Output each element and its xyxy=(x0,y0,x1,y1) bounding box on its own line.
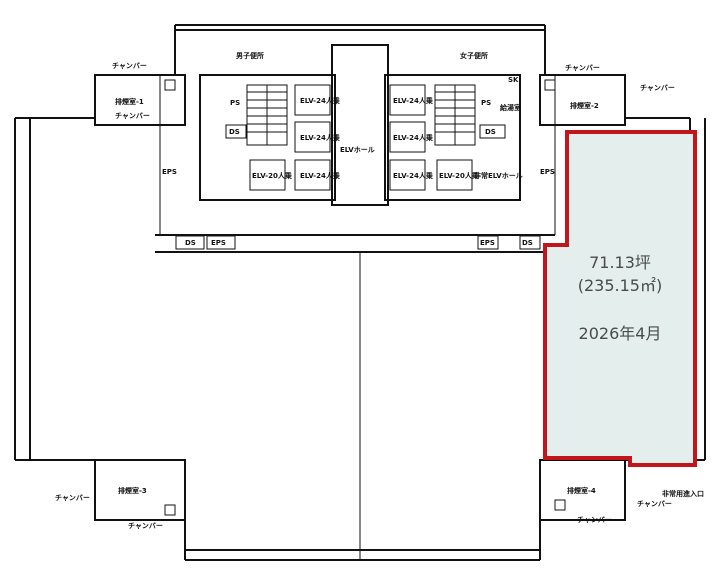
svg-text:DS: DS xyxy=(229,128,240,136)
stairs xyxy=(434,84,476,146)
svg-text:SK: SK xyxy=(508,76,519,84)
svg-text:ELVホール: ELVホール xyxy=(340,146,375,154)
svg-text:女子便所: 女子便所 xyxy=(460,51,488,60)
svg-text:男子便所: 男子便所 xyxy=(236,51,264,60)
svg-text:ELV-24人乗: ELV-24人乗 xyxy=(393,133,433,142)
svg-text:PS: PS xyxy=(230,99,240,107)
svg-text:ELV-20人乗: ELV-20人乗 xyxy=(439,171,479,180)
svg-text:排煙室-4: 排煙室-4 xyxy=(567,486,596,495)
svg-text:EPS: EPS xyxy=(211,239,226,247)
smoke-room-2: 排煙室-2 チャンバー チャンバー xyxy=(539,64,675,126)
svg-text:給湯室: 給湯室 xyxy=(500,103,521,112)
available-unit[interactable]: 71.13坪 (235.15㎡) 2026年4月 xyxy=(543,130,697,467)
core: ELVホール 男子便所 女子便所 ELV-24人乗 ELV-24人乗 ELV-2… xyxy=(162,44,555,250)
svg-text:PS: PS xyxy=(481,99,491,107)
stairs xyxy=(246,84,288,146)
svg-text:チャンバー: チャンバー xyxy=(112,62,147,70)
svg-text:チャンバー: チャンバー xyxy=(55,494,90,502)
smoke-room-3: 排煙室-3 チャンバー チャンバー xyxy=(55,459,186,530)
svg-text:非常用進入口: 非常用進入口 xyxy=(662,489,704,498)
unit-available-date: 2026年4月 xyxy=(579,324,662,343)
svg-text:ELV-24人乗: ELV-24人乗 xyxy=(300,133,340,142)
svg-text:EPS: EPS xyxy=(162,168,177,176)
svg-text:チャンバー: チャンバー xyxy=(115,112,150,120)
svg-text:ELV-20人乗: ELV-20人乗 xyxy=(252,171,292,180)
svg-text:排煙室-1: 排煙室-1 xyxy=(115,97,144,106)
svg-text:チャンバー: チャンバー xyxy=(565,64,600,72)
svg-text:非常ELVホール: 非常ELVホール xyxy=(474,171,523,180)
unit-area-sqm: (235.15㎡) xyxy=(578,276,662,295)
svg-text:ELV-24人乗: ELV-24人乗 xyxy=(393,96,433,105)
svg-text:チャンバー: チャンバー xyxy=(640,84,675,92)
svg-text:ELV-24人乗: ELV-24人乗 xyxy=(300,171,340,180)
smoke-room-1: 排煙室-1 チャンバー チャンバー xyxy=(94,62,186,126)
smoke-room-4: 排煙室-4 チャンバー チャンバー 非常用進入口 xyxy=(539,459,704,524)
svg-text:EPS: EPS xyxy=(480,239,495,247)
svg-text:ELV-24人乗: ELV-24人乗 xyxy=(393,171,433,180)
unit-area-tsubo: 71.13坪 xyxy=(589,253,651,272)
svg-text:ELV-24人乗: ELV-24人乗 xyxy=(300,96,340,105)
svg-text:排煙室-2: 排煙室-2 xyxy=(570,101,599,110)
svg-text:EPS: EPS xyxy=(540,168,555,176)
svg-text:DS: DS xyxy=(522,239,533,247)
svg-text:DS: DS xyxy=(185,239,196,247)
svg-text:チャンバー: チャンバー xyxy=(637,500,672,508)
svg-text:DS: DS xyxy=(485,128,496,136)
svg-text:チャンバー: チャンバー xyxy=(128,522,163,530)
svg-text:排煙室-3: 排煙室-3 xyxy=(118,486,147,495)
svg-text:チャンバー: チャンバー xyxy=(577,516,612,524)
